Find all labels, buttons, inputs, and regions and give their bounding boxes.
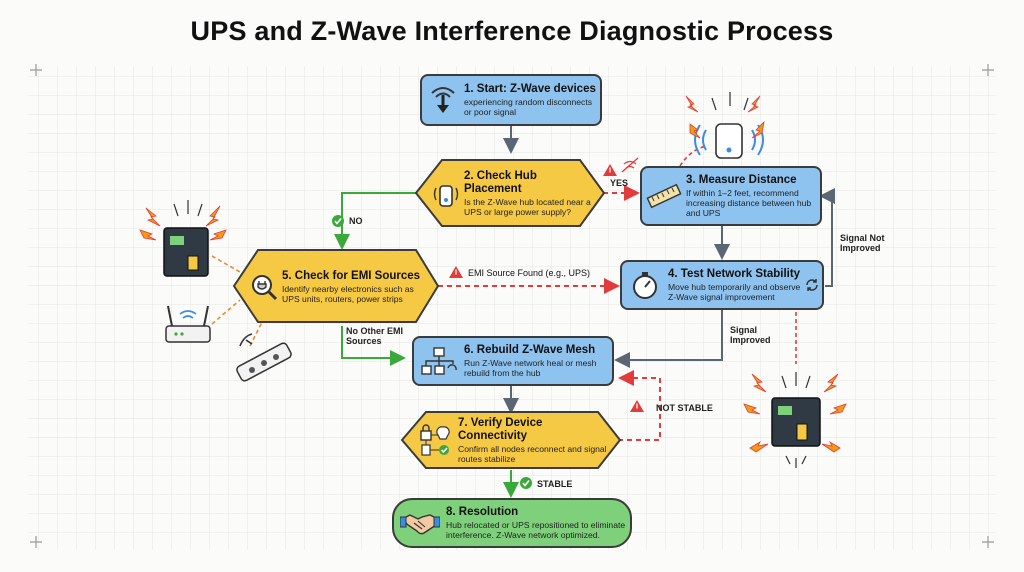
decision-step-5-shape bbox=[232, 249, 440, 323]
step-1-heading: 1. Start: Z-Wave devices bbox=[464, 83, 596, 95]
hub-signal-icon bbox=[428, 176, 464, 210]
label-signal-improved: Signal Improved bbox=[730, 325, 771, 345]
step-3-measure-distance[interactable]: 3. Measure Distance If within 1–2 feet, r… bbox=[640, 166, 822, 226]
hub-signal-link bbox=[679, 145, 707, 167]
step-7-desc: Confirm all nodes reconnect and signal r… bbox=[458, 443, 607, 464]
step-6-desc: Run Z-Wave network heal or mesh rebuild … bbox=[464, 358, 597, 378]
edge-4-6 bbox=[614, 310, 723, 368]
label-stable: STABLE bbox=[537, 479, 573, 489]
step-2-heading: 2. Check Hub Placement bbox=[464, 169, 537, 195]
page-title: UPS and Z-Wave Interference Diagnostic P… bbox=[190, 16, 834, 46]
plug-search-icon bbox=[246, 271, 282, 303]
step-4-heading: 4. Test Network Stability bbox=[668, 268, 801, 280]
step-4-desc: Move hub temporarily and observe Z-Wave … bbox=[668, 282, 801, 302]
label-yes: YES bbox=[610, 178, 629, 188]
step-6-heading: 6. Rebuild Z-Wave Mesh bbox=[464, 344, 596, 356]
step-8-desc: Hub relocated or UPS repositioned to eli… bbox=[446, 520, 626, 540]
emi-links bbox=[211, 255, 269, 347]
label-signal-not-improved: Signal Not Improved bbox=[840, 233, 885, 253]
wifi-down-arrow-icon bbox=[422, 83, 464, 117]
step-5-heading: 5. Check for EMI Sources bbox=[282, 270, 421, 282]
step-8-heading: 8. Resolution bbox=[446, 506, 519, 518]
step-5-desc: Identify nearby electronics such as UPS … bbox=[282, 284, 414, 304]
label-not-stable: NOT STABLE bbox=[656, 403, 713, 413]
decision-step-2-shape bbox=[414, 159, 606, 227]
step-7-heading: 7. Verify Device Connectivity bbox=[458, 416, 543, 442]
label-no-other-emi: No Other EMI Sources bbox=[346, 326, 404, 346]
edge-7-6-not-stable bbox=[618, 370, 661, 441]
edge-2-5-no bbox=[334, 192, 416, 250]
lock-devices-icon bbox=[414, 423, 458, 457]
label-emi-found: EMI Source Found (e.g., UPS) bbox=[468, 268, 591, 278]
edge-4-3 bbox=[819, 188, 835, 287]
stopwatch-icon bbox=[622, 269, 668, 301]
step-1-start[interactable]: 1. Start: Z-Wave devices experiencing ran… bbox=[420, 74, 602, 126]
decision-step-7-shape bbox=[400, 411, 622, 469]
refresh-icon bbox=[802, 277, 822, 293]
step-3-desc: If within 1–2 feet, recommend increasing… bbox=[686, 188, 812, 218]
mesh-network-icon bbox=[414, 346, 464, 376]
step-2-desc: Is the Z-Wave hub located near a UPS or … bbox=[464, 196, 591, 217]
step-3-heading: 3. Measure Distance bbox=[686, 174, 797, 186]
step-1-desc: experiencing random disconnects or poor … bbox=[464, 97, 593, 117]
label-no: NO bbox=[349, 216, 363, 226]
handshake-icon bbox=[394, 509, 446, 537]
ruler-icon bbox=[642, 181, 686, 211]
edge-5-6 bbox=[341, 326, 406, 366]
